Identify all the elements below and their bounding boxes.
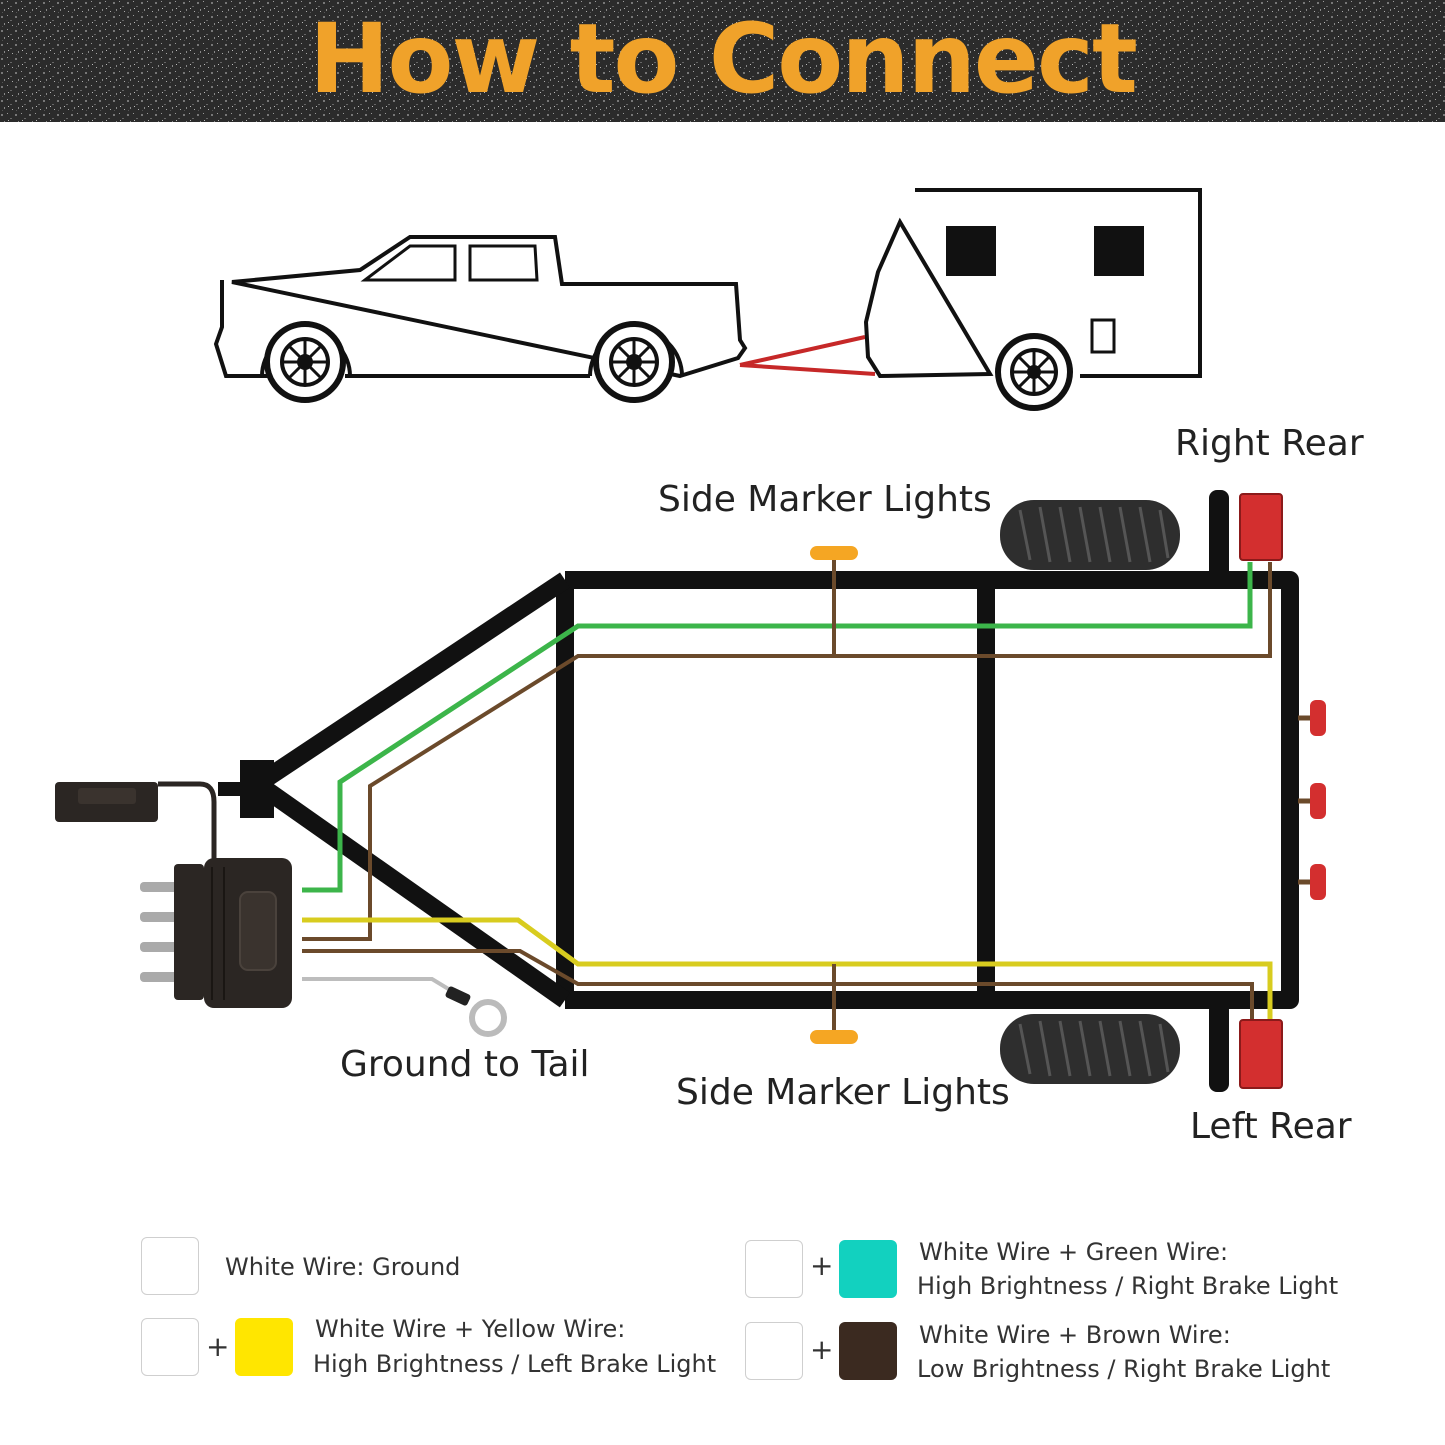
connector-cap-icon xyxy=(55,781,217,864)
connector-plug-icon xyxy=(140,858,292,1008)
rear-light-left xyxy=(1239,1019,1283,1089)
white-wire-swatch xyxy=(745,1322,803,1380)
legend-text-line1: White Wire + Yellow Wire: xyxy=(315,1315,626,1343)
legend-text: White Wire: Ground xyxy=(225,1253,461,1281)
wiring-diagram xyxy=(55,188,1326,1092)
axle-post-right xyxy=(1209,490,1229,580)
green-wire xyxy=(302,562,1253,893)
white-ground-wire xyxy=(302,977,462,998)
white-wire-swatch xyxy=(745,1240,803,1298)
page-title: How to Connect xyxy=(309,3,1138,115)
ground-ring-terminal-icon xyxy=(445,986,507,1037)
label-side-marker-top: Side Marker Lights xyxy=(658,479,992,520)
side-marker-light-top xyxy=(810,546,858,658)
green-wire-swatch xyxy=(839,1240,897,1298)
coupler-tongue xyxy=(218,782,248,796)
yellow-wire-swatch xyxy=(235,1318,293,1376)
legend-text-line2: High Brightness / Right Brake Light xyxy=(917,1272,1339,1300)
axle-post-left xyxy=(1209,1002,1229,1092)
label-right-rear: Right Rear xyxy=(1175,423,1364,464)
rear-light-right xyxy=(1239,493,1283,561)
white-wire-swatch xyxy=(141,1318,199,1376)
legend-text-line2: High Brightness / Left Brake Light xyxy=(313,1350,717,1378)
plus-sign: + xyxy=(810,1249,834,1282)
brown-wire-lower xyxy=(302,949,1254,1027)
label-side-marker-bottom: Side Marker Lights xyxy=(676,1072,1010,1113)
yellow-wire xyxy=(302,917,1273,1027)
trailer-frame xyxy=(249,571,1299,1009)
legend-text-line2: Low Brightness / Right Brake Light xyxy=(917,1355,1331,1383)
label-ground-to-tail: Ground to Tail xyxy=(340,1044,590,1085)
plus-sign: + xyxy=(206,1330,230,1363)
brown-wire-swatch xyxy=(839,1322,897,1380)
rear-clearance-lights xyxy=(1298,700,1326,900)
white-wire-swatch xyxy=(141,1237,199,1295)
label-left-rear: Left Rear xyxy=(1190,1106,1352,1147)
tow-bar xyxy=(739,335,876,376)
header-banner: How to Connect xyxy=(0,0,1445,122)
truck-wheel-front-icon xyxy=(264,321,346,403)
truck-wheel-rear-icon xyxy=(593,321,675,403)
tire-left-icon xyxy=(1000,1014,1180,1084)
brown-wire-upper xyxy=(302,562,1272,941)
tire-right-icon xyxy=(1000,500,1180,570)
legend-text-line1: White Wire + Brown Wire: xyxy=(919,1321,1231,1349)
legend-text-line1: White Wire + Green Wire: xyxy=(919,1238,1229,1266)
side-marker-light-bottom xyxy=(810,964,858,1044)
header-texture xyxy=(0,0,1445,122)
plus-sign: + xyxy=(810,1333,834,1366)
camper-trailer-icon xyxy=(863,188,1202,411)
